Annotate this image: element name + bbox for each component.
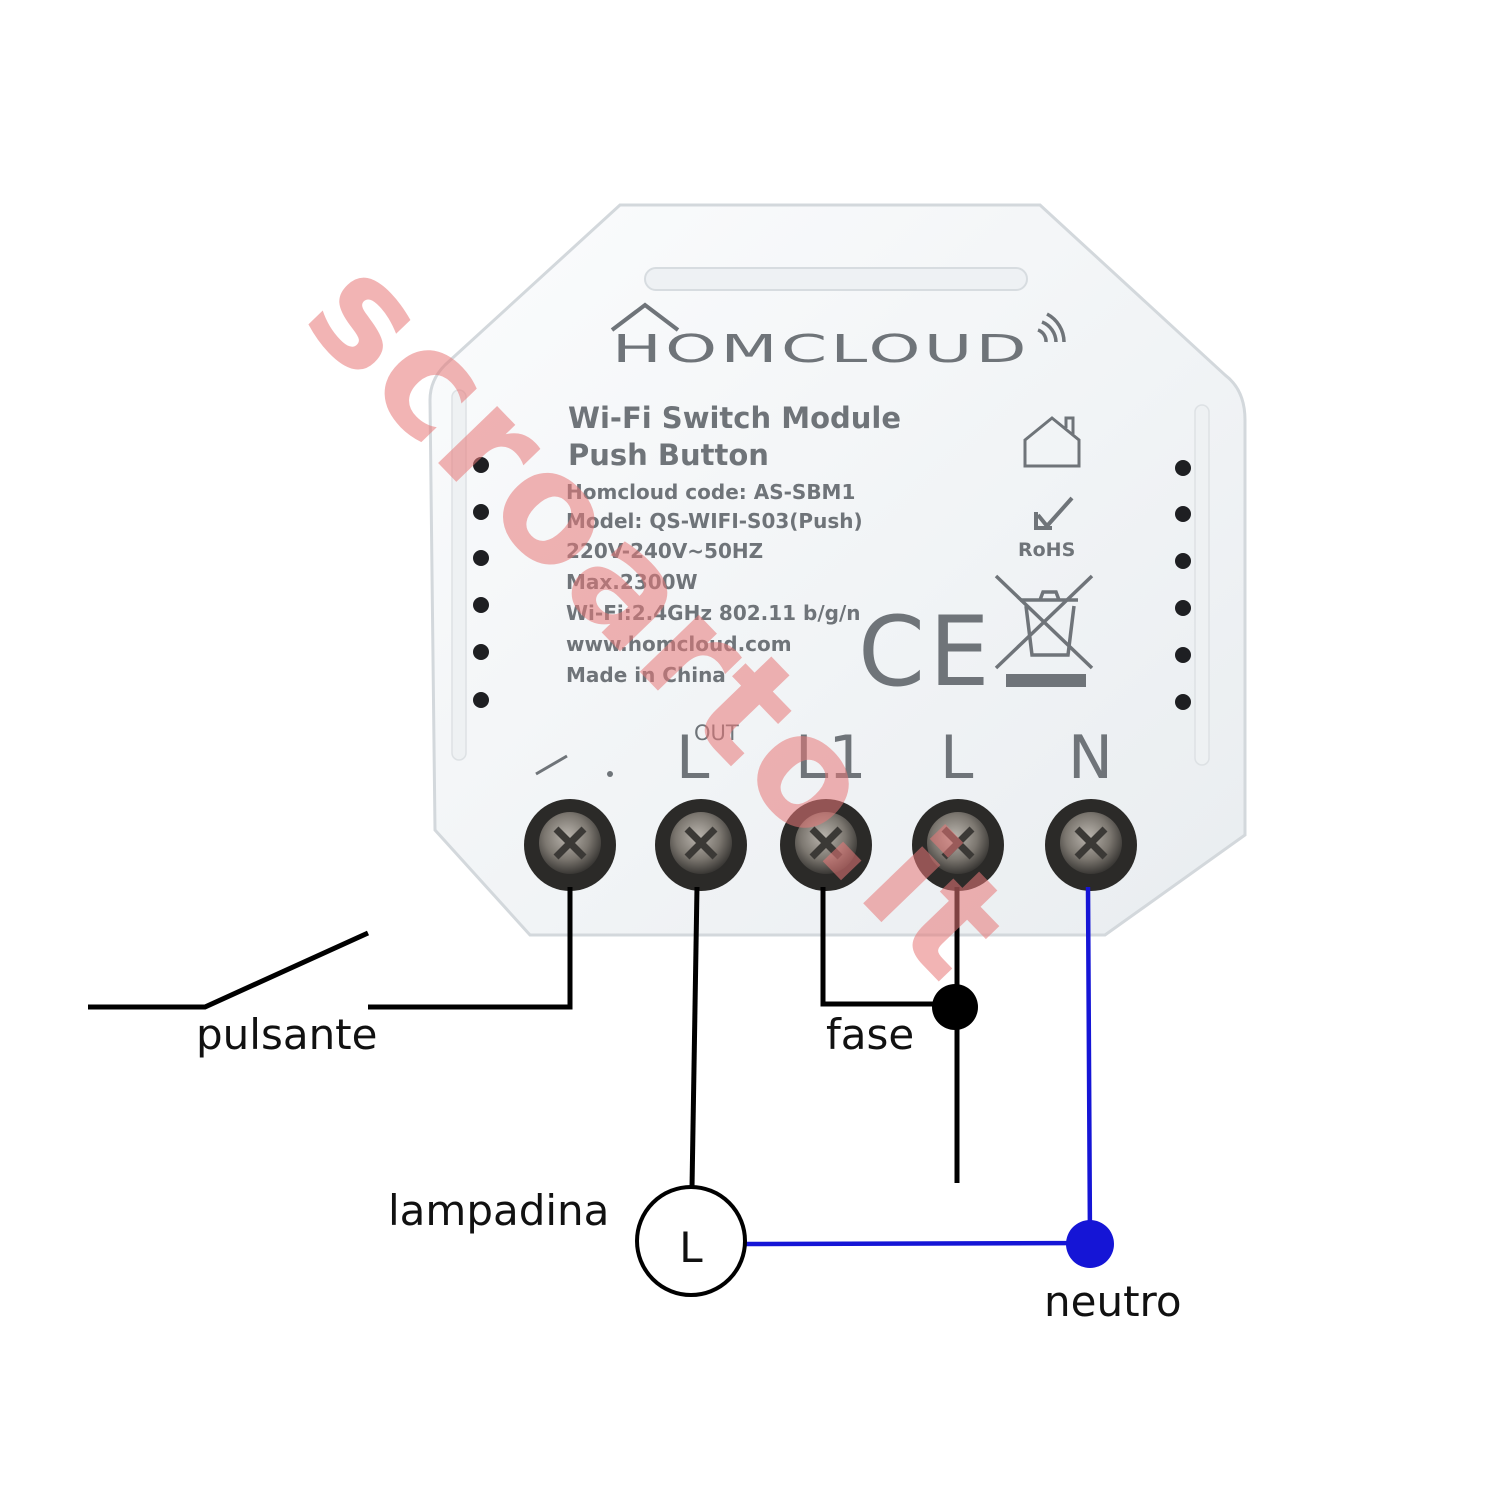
neutro-label: neutro — [1044, 1277, 1182, 1326]
home-icon — [1023, 416, 1081, 468]
l1-to-fase-wire — [820, 887, 955, 1007]
right-vents — [1175, 460, 1191, 710]
rohs-check-icon — [1034, 496, 1074, 530]
product-subtitle: Push Button — [568, 438, 769, 472]
vent-hole — [473, 644, 489, 660]
screw-cross-icon — [684, 826, 718, 860]
fase-junction — [932, 984, 978, 1030]
screw-n — [1045, 799, 1137, 891]
terminal-label-l1: L1 — [795, 723, 867, 793]
product-title: Wi-Fi Switch Module — [568, 401, 901, 435]
lamp-letter: L — [679, 1223, 703, 1272]
out-to-lamp-wire — [689, 886, 700, 1189]
fase-label: fase — [826, 1010, 914, 1059]
spec-line: Max.2300W — [566, 570, 698, 594]
vent-hole — [473, 692, 489, 708]
vent-hole — [473, 597, 489, 613]
spec-line: Homcloud code: AS-SBM1 — [566, 480, 855, 504]
vent-hole — [1175, 460, 1191, 476]
neutro-junction — [1066, 1220, 1114, 1268]
vent-hole — [1175, 553, 1191, 569]
screw-button — [524, 799, 616, 891]
switch-symbol-lever — [535, 754, 568, 776]
vent-hole — [1175, 506, 1191, 522]
bin-bar — [1006, 674, 1086, 687]
spec-line: Made in China — [566, 663, 726, 687]
homcloud-logo: HOMCLOUD — [610, 302, 1066, 371]
left-rail — [451, 389, 467, 761]
spec-line: Wi-Fi:2.4GHz 802.11 b/g/n — [566, 601, 861, 625]
screw-out — [655, 799, 747, 891]
bin-cross — [994, 574, 1094, 670]
screw-l — [912, 799, 1004, 891]
spec-line: Model: QS-WIFI-S03(Push) — [566, 509, 863, 533]
terminal-label-out: L — [676, 723, 710, 793]
screw-cross-icon — [809, 826, 843, 860]
spec-line: 220V-240V~50HZ — [566, 539, 763, 563]
vent-hole — [1175, 600, 1191, 616]
pulsante-label: pulsante — [196, 1010, 378, 1059]
ce-mark: CE — [858, 596, 994, 708]
lampadina-label: lampadina — [388, 1186, 609, 1235]
terminal-label-n: N — [1068, 723, 1113, 793]
vent-hole — [1175, 694, 1191, 710]
lamp-symbol: L — [635, 1185, 747, 1297]
terminal-label-out-sup: OUT — [694, 721, 739, 745]
terminal-screws — [524, 799, 1137, 891]
vent-hole — [473, 457, 489, 473]
bin-body — [1024, 605, 1076, 657]
screw-cross-icon — [941, 826, 975, 860]
weee-bin-icon — [994, 574, 1094, 687]
screw-cross-icon — [553, 826, 587, 860]
screw-cross-icon — [1074, 826, 1108, 860]
switch-symbol-dot — [607, 771, 613, 777]
switch-module: HOMCLOUD Wi-Fi Switch Module Push Button… — [428, 203, 1247, 937]
screw-l1 — [780, 799, 872, 891]
left-vents — [473, 457, 489, 708]
vent-hole — [473, 504, 489, 520]
vent-hole — [473, 550, 489, 566]
right-rail — [1194, 404, 1210, 766]
house-roof-icon — [610, 302, 680, 332]
button-terminal-symbol — [535, 754, 613, 777]
top-groove — [644, 267, 1028, 291]
rohs-label: RoHS — [1018, 539, 1075, 561]
pulsante-wire-left — [88, 930, 370, 1010]
brand-name: HOMCLOUD — [612, 327, 1030, 371]
terminal-label-l: L — [940, 723, 974, 793]
wifi-signal-icon — [1037, 312, 1066, 343]
lamp-circle — [635, 1185, 747, 1297]
pulsante-wire-right — [368, 887, 573, 1010]
module-body — [428, 203, 1247, 937]
vent-hole — [1175, 647, 1191, 663]
spec-line: www.homcloud.com — [566, 632, 792, 656]
